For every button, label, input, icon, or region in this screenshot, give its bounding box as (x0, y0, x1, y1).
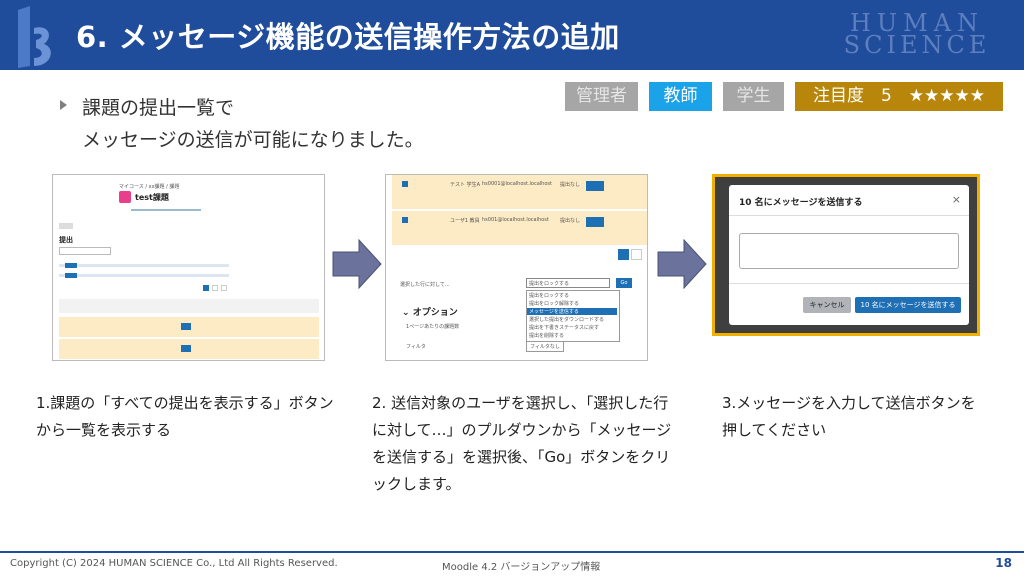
step-3-text: 3.メッセージを入力して送信ボタンを押してください (722, 394, 976, 439)
intro-text: 課題の提出一覧で メッセージの送信が可能になりました。 (82, 97, 424, 151)
company-logo-icon (18, 6, 51, 68)
close-icon[interactable]: × (951, 193, 961, 206)
message-dialog: 10 名にメッセージを送信する × キャンセル 10 名にメッセージを送信する (729, 185, 969, 325)
page-title: 6. メッセージ機能の送信操作方法の追加 (76, 20, 620, 54)
screenshot-bulk-action: テスト 学生A hs0001@localhost.localhost ユーザ1 … (385, 174, 648, 361)
version-text: Moodle 4.2 バージョンアップ情報 (442, 562, 601, 573)
go-button[interactable]: Go (616, 278, 632, 288)
role-tag-student: 学生 (723, 82, 784, 111)
role-tag-teacher: 教師 (649, 82, 712, 111)
send-message-button[interactable]: 10 名にメッセージを送信する (855, 297, 961, 313)
row-checkbox[interactable] (402, 217, 408, 223)
footer-divider (0, 551, 1024, 553)
step-1-text: 1.課題の「すべての提出を表示する」ボタンから一覧を表示する (36, 394, 334, 439)
filter-select[interactable]: フィルタなし (526, 341, 564, 352)
arrow-right-icon (332, 239, 382, 289)
message-textarea[interactable] (739, 233, 959, 269)
bullet-icon (60, 100, 67, 110)
cancel-button[interactable]: キャンセル (803, 297, 851, 313)
arrow-right-icon (657, 239, 707, 289)
bulk-action-select[interactable]: 提出をロックする (526, 278, 610, 288)
grade-button[interactable] (586, 181, 604, 191)
page-number: 18 (995, 556, 1012, 570)
brand-wordmark: HUMAN SCIENCE (843, 9, 991, 59)
grade-button[interactable] (586, 217, 604, 227)
assignment-icon (119, 191, 131, 203)
header-bar: 6. メッセージ機能の送信操作方法の追加 HUMAN SCIENCE (0, 0, 1024, 70)
copyright-text: Copyright (C) 2024 HUMAN SCIENCE Co., Lt… (10, 558, 338, 569)
screenshot-submission-list: マイコース / xx課題 / 課題 test課題 提出 (52, 174, 325, 361)
row-checkbox[interactable] (402, 181, 408, 187)
bulk-action-menu: 提出をロックする 提出をロック解除する メッセージを送信する 選択した提出をダウ… (526, 290, 620, 342)
step-2-text: 2. 送信対象のユーザを選択し、「選択した行に対して…」のプルダウンから「メッセ… (372, 394, 672, 493)
dialog-title: 10 名にメッセージを送信する (739, 198, 863, 208)
attention-rating: 注目度 5 ★★★★★ (795, 82, 1003, 111)
role-tag-admin: 管理者 (565, 82, 638, 111)
screenshot-send-message-dialog: 10 名にメッセージを送信する × キャンセル 10 名にメッセージを送信する (712, 174, 980, 336)
